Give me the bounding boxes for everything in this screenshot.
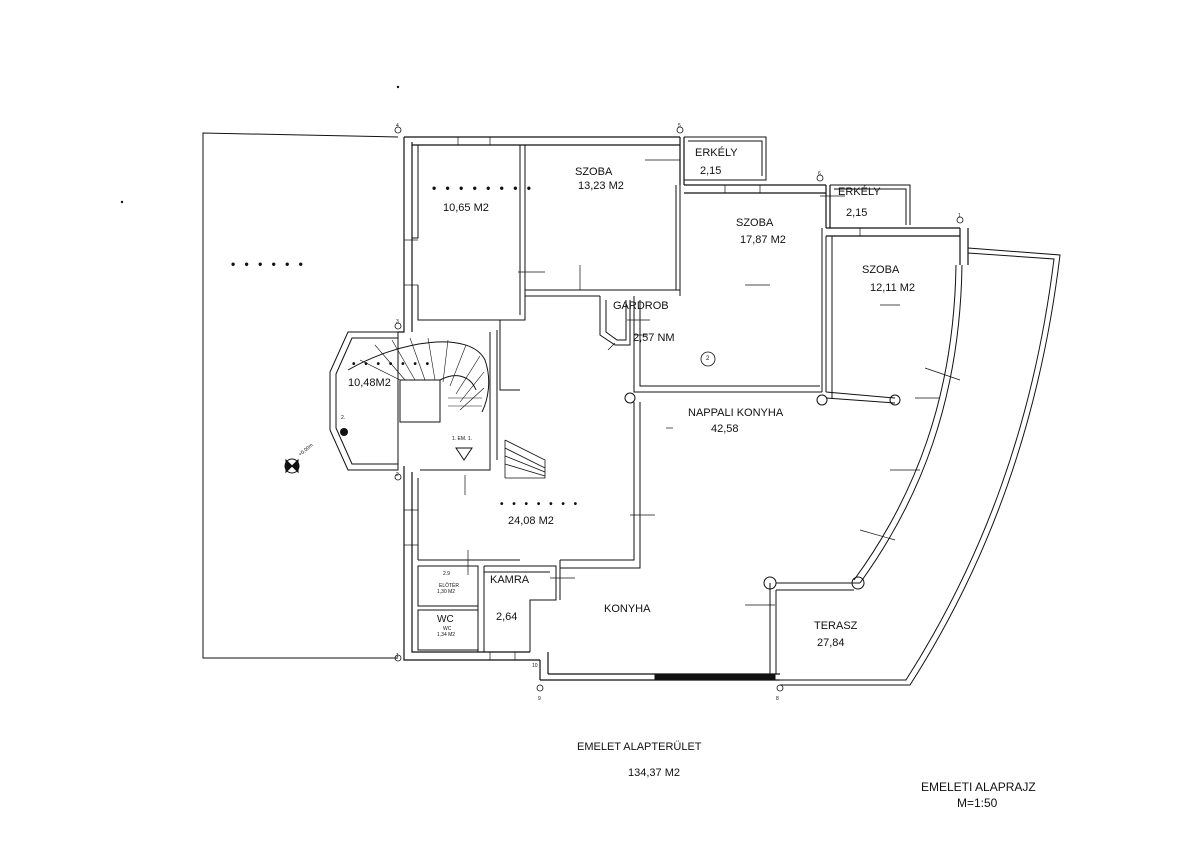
hall-name: • • • • • • • <box>500 499 581 510</box>
kamra-area: 2,64 <box>496 611 518 623</box>
erkely1-name: ERKÉLY <box>695 147 738 159</box>
columns <box>624 392 901 590</box>
hall-area: 24,08 M2 <box>508 515 554 527</box>
area-title: EMELET ALAPTERÜLET <box>577 741 702 753</box>
grid-mark-1: 1 <box>958 213 961 219</box>
szoba3-area: 12,11 M2 <box>870 282 916 294</box>
stair-direction-triangle <box>455 447 473 461</box>
kamra-name: KAMRA <box>490 574 530 586</box>
room-a-area: 10,65 M2 <box>443 202 489 214</box>
balcony-railings <box>684 136 911 225</box>
gardrob-name: GARDROB <box>613 300 669 312</box>
grid-mark-10: 10 <box>532 663 538 669</box>
gardrob-area: 2,57 NM <box>633 332 675 344</box>
plan-scale: M=1:50 <box>957 796 998 810</box>
interior-walls <box>412 145 896 674</box>
outdoor-label: • • • • • • <box>231 257 306 271</box>
plot-outline <box>202 132 399 659</box>
grid-mark-4: 4 <box>396 123 399 129</box>
grid-mark-6: 6 <box>818 171 821 177</box>
erkely1-area: 2,15 <box>700 165 722 177</box>
outer-wall <box>398 136 969 681</box>
grid-mark-8: 8 <box>776 696 779 702</box>
grid-mark-9: 9 <box>538 696 541 702</box>
room-a-name: • • • • • • • • <box>432 181 534 195</box>
marker-2-label: 2 <box>706 356 710 362</box>
grid-mark-5: 5 <box>678 123 681 129</box>
plan-title: EMELETI ALAPRAJZ <box>921 780 1036 794</box>
stair-marker-label: 1. EM. 1. <box>452 436 473 442</box>
erkely2-name: ERKÉLY <box>838 186 881 198</box>
wc-area: 1,34 M2 <box>437 632 456 638</box>
grid-mark-2: 2 <box>396 472 399 478</box>
grid-circles <box>394 126 964 692</box>
konyha-name: KONYHA <box>604 603 651 615</box>
eloter-num: 2.9 <box>443 571 450 577</box>
nappali-area: 42,58 <box>711 423 739 435</box>
grid-mark-1b: 1 <box>396 653 399 659</box>
szoba2-area: 17,87 M2 <box>740 234 786 246</box>
erkely2-area: 2,15 <box>846 207 868 219</box>
wc-name: WC <box>443 626 452 632</box>
grid-mark-3: 3 <box>396 319 399 325</box>
stair-name: • • • • • • • <box>352 359 433 370</box>
grid-mark-2-dot: 2. <box>341 415 346 421</box>
terasz-area: 27,84 <box>817 637 845 649</box>
wc-big-label: WC <box>437 614 454 625</box>
small-stair <box>504 439 546 479</box>
stair-bay <box>329 331 490 471</box>
szoba1-name: SZOBA <box>575 166 613 178</box>
eloter-name: ELŐTÉR <box>439 583 460 589</box>
szoba1-area: 13,23 M2 <box>578 180 624 192</box>
stair-area: 10,48M2 <box>348 377 391 389</box>
terasz-name: TERASZ <box>814 620 858 632</box>
door-marks <box>404 137 961 660</box>
area-value: 134,37 M2 <box>628 767 680 779</box>
bottom-window <box>654 673 776 681</box>
terrace-railing <box>780 247 1061 686</box>
level-marker-icon <box>284 458 300 474</box>
eloter-area: 1,30 M2 <box>437 589 456 595</box>
stair-start-dot <box>340 428 348 436</box>
szoba3-name: SZOBA <box>862 264 900 276</box>
szoba2-name: SZOBA <box>736 217 774 229</box>
nappali-name: NAPPALI KONYHA <box>688 407 784 419</box>
